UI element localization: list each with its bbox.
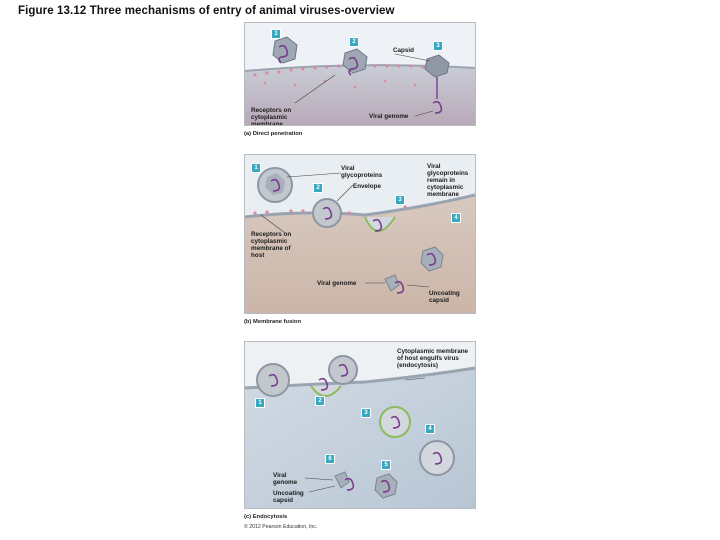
endocytosis-illustration [245,342,475,508]
uncoating-capsid-b [384,274,405,294]
label-receptors-b: Receptors on cytoplasmic membrane of hos… [251,231,292,259]
label-uncoating-c: Uncoating capsid [273,490,304,504]
step-badge-c5: 5 [381,460,391,470]
panel-endocytosis: 1 2 3 4 5 6 Cytoplasmic membrane of host… [244,341,476,509]
endocytosis-vesicle-4 [419,440,455,476]
endocytosis-virus-top [328,355,358,385]
label-viral-genome-b: Viral genome [317,280,357,287]
caption-b: (b) Membrane fusion [244,319,302,325]
virus-step3 [424,54,450,114]
virus-step2 [342,48,368,76]
step-badge-a1: 1 [271,29,281,39]
label-viral-glycoproteins: Viral glycoproteins [341,165,383,179]
step-badge-a3: 3 [433,41,443,51]
label-glycoproteins-remain: Viral glycoproteins remain in cytoplasmi… [427,163,469,198]
step-badge-b1: 1 [251,163,261,173]
copyright: © 2012 Pearson Education, Inc. [244,524,318,530]
membrane-fusion-illustration [245,155,475,313]
direct-penetration-illustration [245,23,475,125]
step-badge-c3: 3 [361,408,371,418]
panel-direct-penetration: 1 2 3 Capsid Receptors on cytoplasmic me… [244,22,476,126]
step-badge-c2: 2 [315,396,325,406]
step-badge-b2: 2 [313,183,323,193]
endocytosis-uncoating-6 [334,471,355,491]
receptor-dots [253,64,425,89]
label-envelope: Envelope [353,183,381,190]
step-badge-a2: 2 [349,37,359,47]
released-capsid [420,246,444,272]
endocytosis-virus-2 [310,377,342,397]
label-receptors-a: Receptors on cytoplasmic membrane [251,107,292,126]
step-badge-b3: 3 [395,195,405,205]
endocytosis-vesicle-3 [379,406,411,438]
label-capsid: Capsid [393,47,414,54]
figure-title: Figure 13.12 Three mechanisms of entry o… [18,5,395,17]
caption-c: (c) Endocytosis [244,514,288,520]
enveloped-virus-2 [312,198,342,228]
label-viral-genome-a: Viral genome [369,113,409,120]
enveloped-virus-1 [257,167,293,203]
label-viral-genome-c: Viral genome [273,472,298,486]
panel-membrane-fusion: 1 2 3 4 Viral glycoproteins Envelope Vir… [244,154,476,314]
virus-step1 [272,36,298,64]
step-badge-b4: 4 [451,213,461,223]
caption-a: (a) Direct penetration [244,131,303,137]
enveloped-virus-3 [364,216,396,232]
label-uncoating-b: Uncoating capsid [429,290,460,304]
step-badge-c1: 1 [255,398,265,408]
step-badge-c4: 4 [425,424,435,434]
label-engulfs: Cytoplasmic membrane of host engulfs vir… [397,348,469,369]
endocytosis-virus-1 [256,363,290,397]
step-badge-c6: 6 [325,454,335,464]
endocytosis-capsid-5 [374,473,398,499]
